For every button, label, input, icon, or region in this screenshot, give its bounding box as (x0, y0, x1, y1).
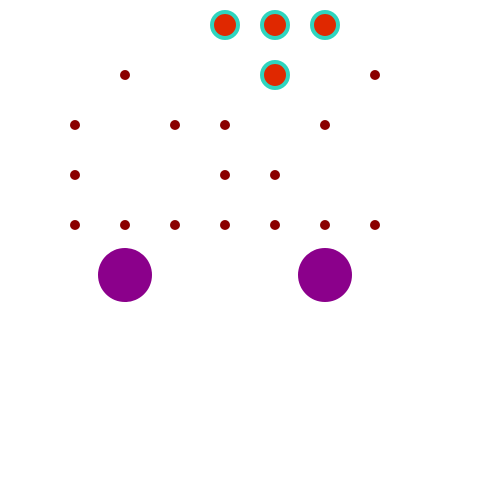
pellet-dot (120, 220, 130, 230)
pellet-dot (370, 220, 380, 230)
pellet-dot (320, 120, 330, 130)
pellet-dot (220, 120, 230, 130)
tokens-layer (210, 10, 340, 90)
pellet-dot (70, 220, 80, 230)
pellet-dot (170, 120, 180, 130)
pellet-dot (270, 170, 280, 180)
token-piece (310, 10, 340, 40)
pellets-layer (70, 70, 380, 230)
pellet-dot (70, 170, 80, 180)
wheel-piece (98, 248, 152, 302)
pellet-dot (320, 220, 330, 230)
token-piece (210, 10, 240, 40)
pellet-dot (270, 220, 280, 230)
pellet-dot (220, 220, 230, 230)
pellet-dot (70, 120, 80, 130)
pellet-dot (120, 70, 130, 80)
pellet-dot (370, 70, 380, 80)
wheels-layer (98, 248, 352, 302)
wheel-piece (298, 248, 352, 302)
pellet-dot (220, 170, 230, 180)
token-piece (260, 10, 290, 40)
token-piece (260, 60, 290, 90)
pellet-dot (170, 220, 180, 230)
